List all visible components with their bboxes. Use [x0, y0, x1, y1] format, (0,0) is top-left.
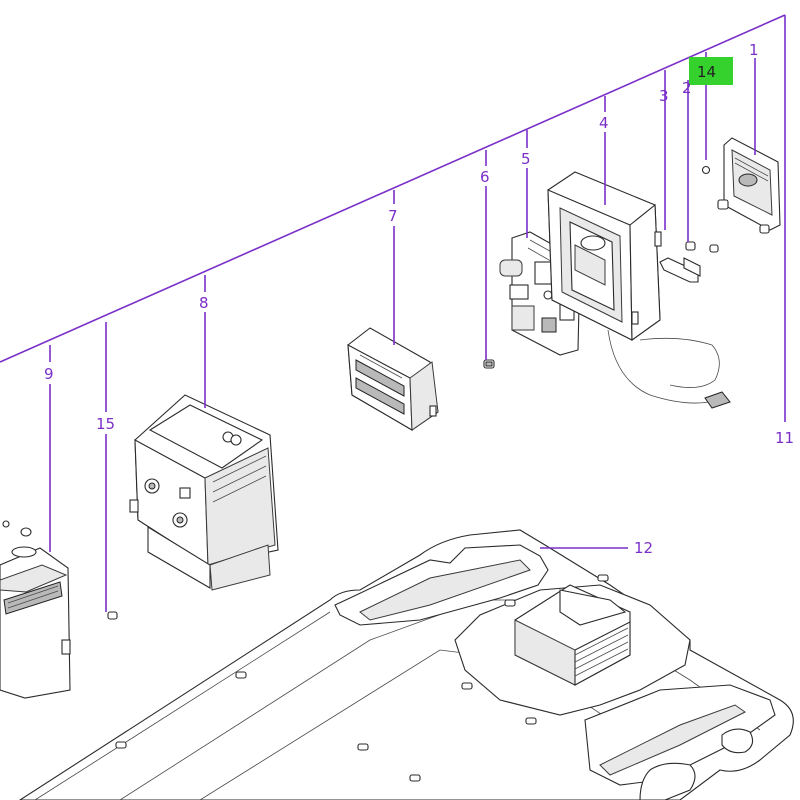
part-14-washer — [701, 165, 711, 175]
part-4-housing — [547, 171, 731, 409]
callout-3: 3 — [659, 87, 669, 105]
part-8-enclosure — [129, 394, 279, 591]
center-module — [514, 584, 631, 686]
callout-4: 4 — [599, 114, 609, 132]
callout-8: 8 — [199, 294, 209, 312]
callout-1: 1 — [749, 41, 759, 59]
callout-12: 12 — [634, 539, 653, 557]
part-3-lever — [659, 257, 701, 283]
part-6-screw — [483, 359, 495, 369]
part-9-enclosure — [0, 520, 71, 699]
part-15-screw — [107, 611, 118, 620]
base-plate — [18, 529, 794, 800]
callout-9: 9 — [44, 365, 54, 383]
callout-6: 6 — [480, 168, 490, 186]
callout-5: 5 — [521, 150, 531, 168]
callout-labels: 1 2 3 4 5 6 7 8 9 11 12 14 15 — [44, 41, 794, 557]
part-7-cover — [347, 327, 439, 431]
callout-14: 14 — [697, 63, 716, 81]
callout-15: 15 — [96, 415, 115, 433]
leader-lines — [0, 14, 786, 612]
callout-14-highlight — [689, 57, 733, 85]
part-1-plate — [717, 137, 781, 234]
callout-7: 7 — [388, 207, 398, 225]
callout-2: 2 — [682, 79, 692, 97]
callout-11: 11 — [775, 429, 794, 447]
part-2-screw — [685, 241, 719, 253]
